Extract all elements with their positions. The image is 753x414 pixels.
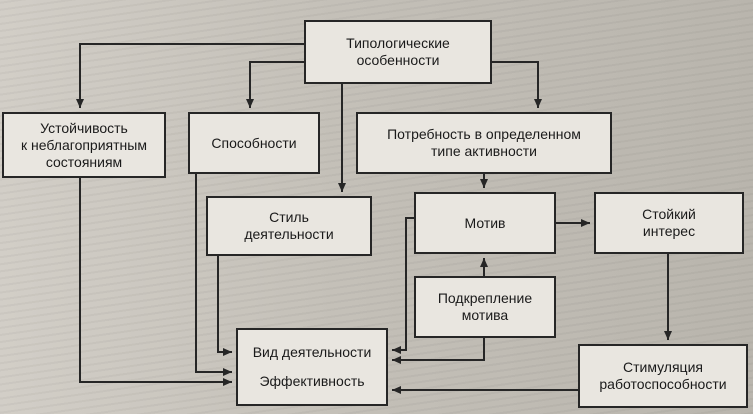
node-typological-line1: Типологические — [346, 35, 450, 51]
node-interest: Стойкий интерес — [594, 192, 744, 254]
node-abilities-line1: Способности — [211, 134, 297, 151]
node-typological-features: Типологические особенности — [304, 20, 492, 84]
node-motive-line1: Мотив — [464, 214, 506, 231]
edge-abilities-effectiveness — [195, 174, 232, 376]
node-style-line1: Стиль — [269, 209, 309, 225]
node-activity-type: Вид деятельности — [252, 344, 372, 360]
node-need: Потребность в определенном типе активнос… — [356, 112, 612, 174]
edge-motive-activity — [392, 217, 414, 354]
node-need-line2: типе активности — [431, 143, 537, 159]
edge-typological-resistance — [76, 43, 304, 108]
node-reinforcement-line2: мотива — [461, 307, 509, 323]
edge-resistance-effectiveness — [79, 178, 232, 386]
node-abilities: Способности — [188, 112, 320, 174]
node-interest-line2: интерес — [642, 223, 696, 239]
edge-typological-need — [492, 61, 542, 108]
node-reinforcement-line1: Подкрепление — [437, 290, 533, 306]
node-style-line2: деятельности — [244, 226, 334, 242]
edge-reinforcement-activity — [392, 338, 485, 364]
node-interest-line1: Стойкий — [642, 206, 696, 222]
node-effectiveness: Эффективность — [259, 373, 365, 389]
node-resistance-line1: Устойчивость — [40, 119, 128, 136]
node-activity-effectiveness: Вид деятельности Эффективность — [236, 328, 388, 406]
edge-typological-abilities — [246, 61, 304, 108]
node-style: Стиль деятельности — [206, 196, 372, 256]
node-resistance-line3: состояниям — [45, 153, 123, 170]
node-resistance-line2: к неблагоприятным — [21, 136, 147, 153]
node-stimulation-line1: Стимуляция — [622, 359, 703, 375]
edge-style-activity — [217, 256, 232, 356]
node-stimulation-line2: работоспособности — [599, 376, 727, 392]
node-typological-line2: особенности — [356, 52, 440, 68]
node-need-line1: Потребность в определенном — [387, 126, 581, 142]
node-stimulation: Стимуляция работоспособности — [578, 344, 748, 408]
node-motive: Мотив — [414, 192, 556, 254]
node-reinforcement: Подкрепление мотива — [414, 276, 556, 338]
node-resistance: Устойчивость к неблагоприятным состояния… — [2, 112, 166, 178]
